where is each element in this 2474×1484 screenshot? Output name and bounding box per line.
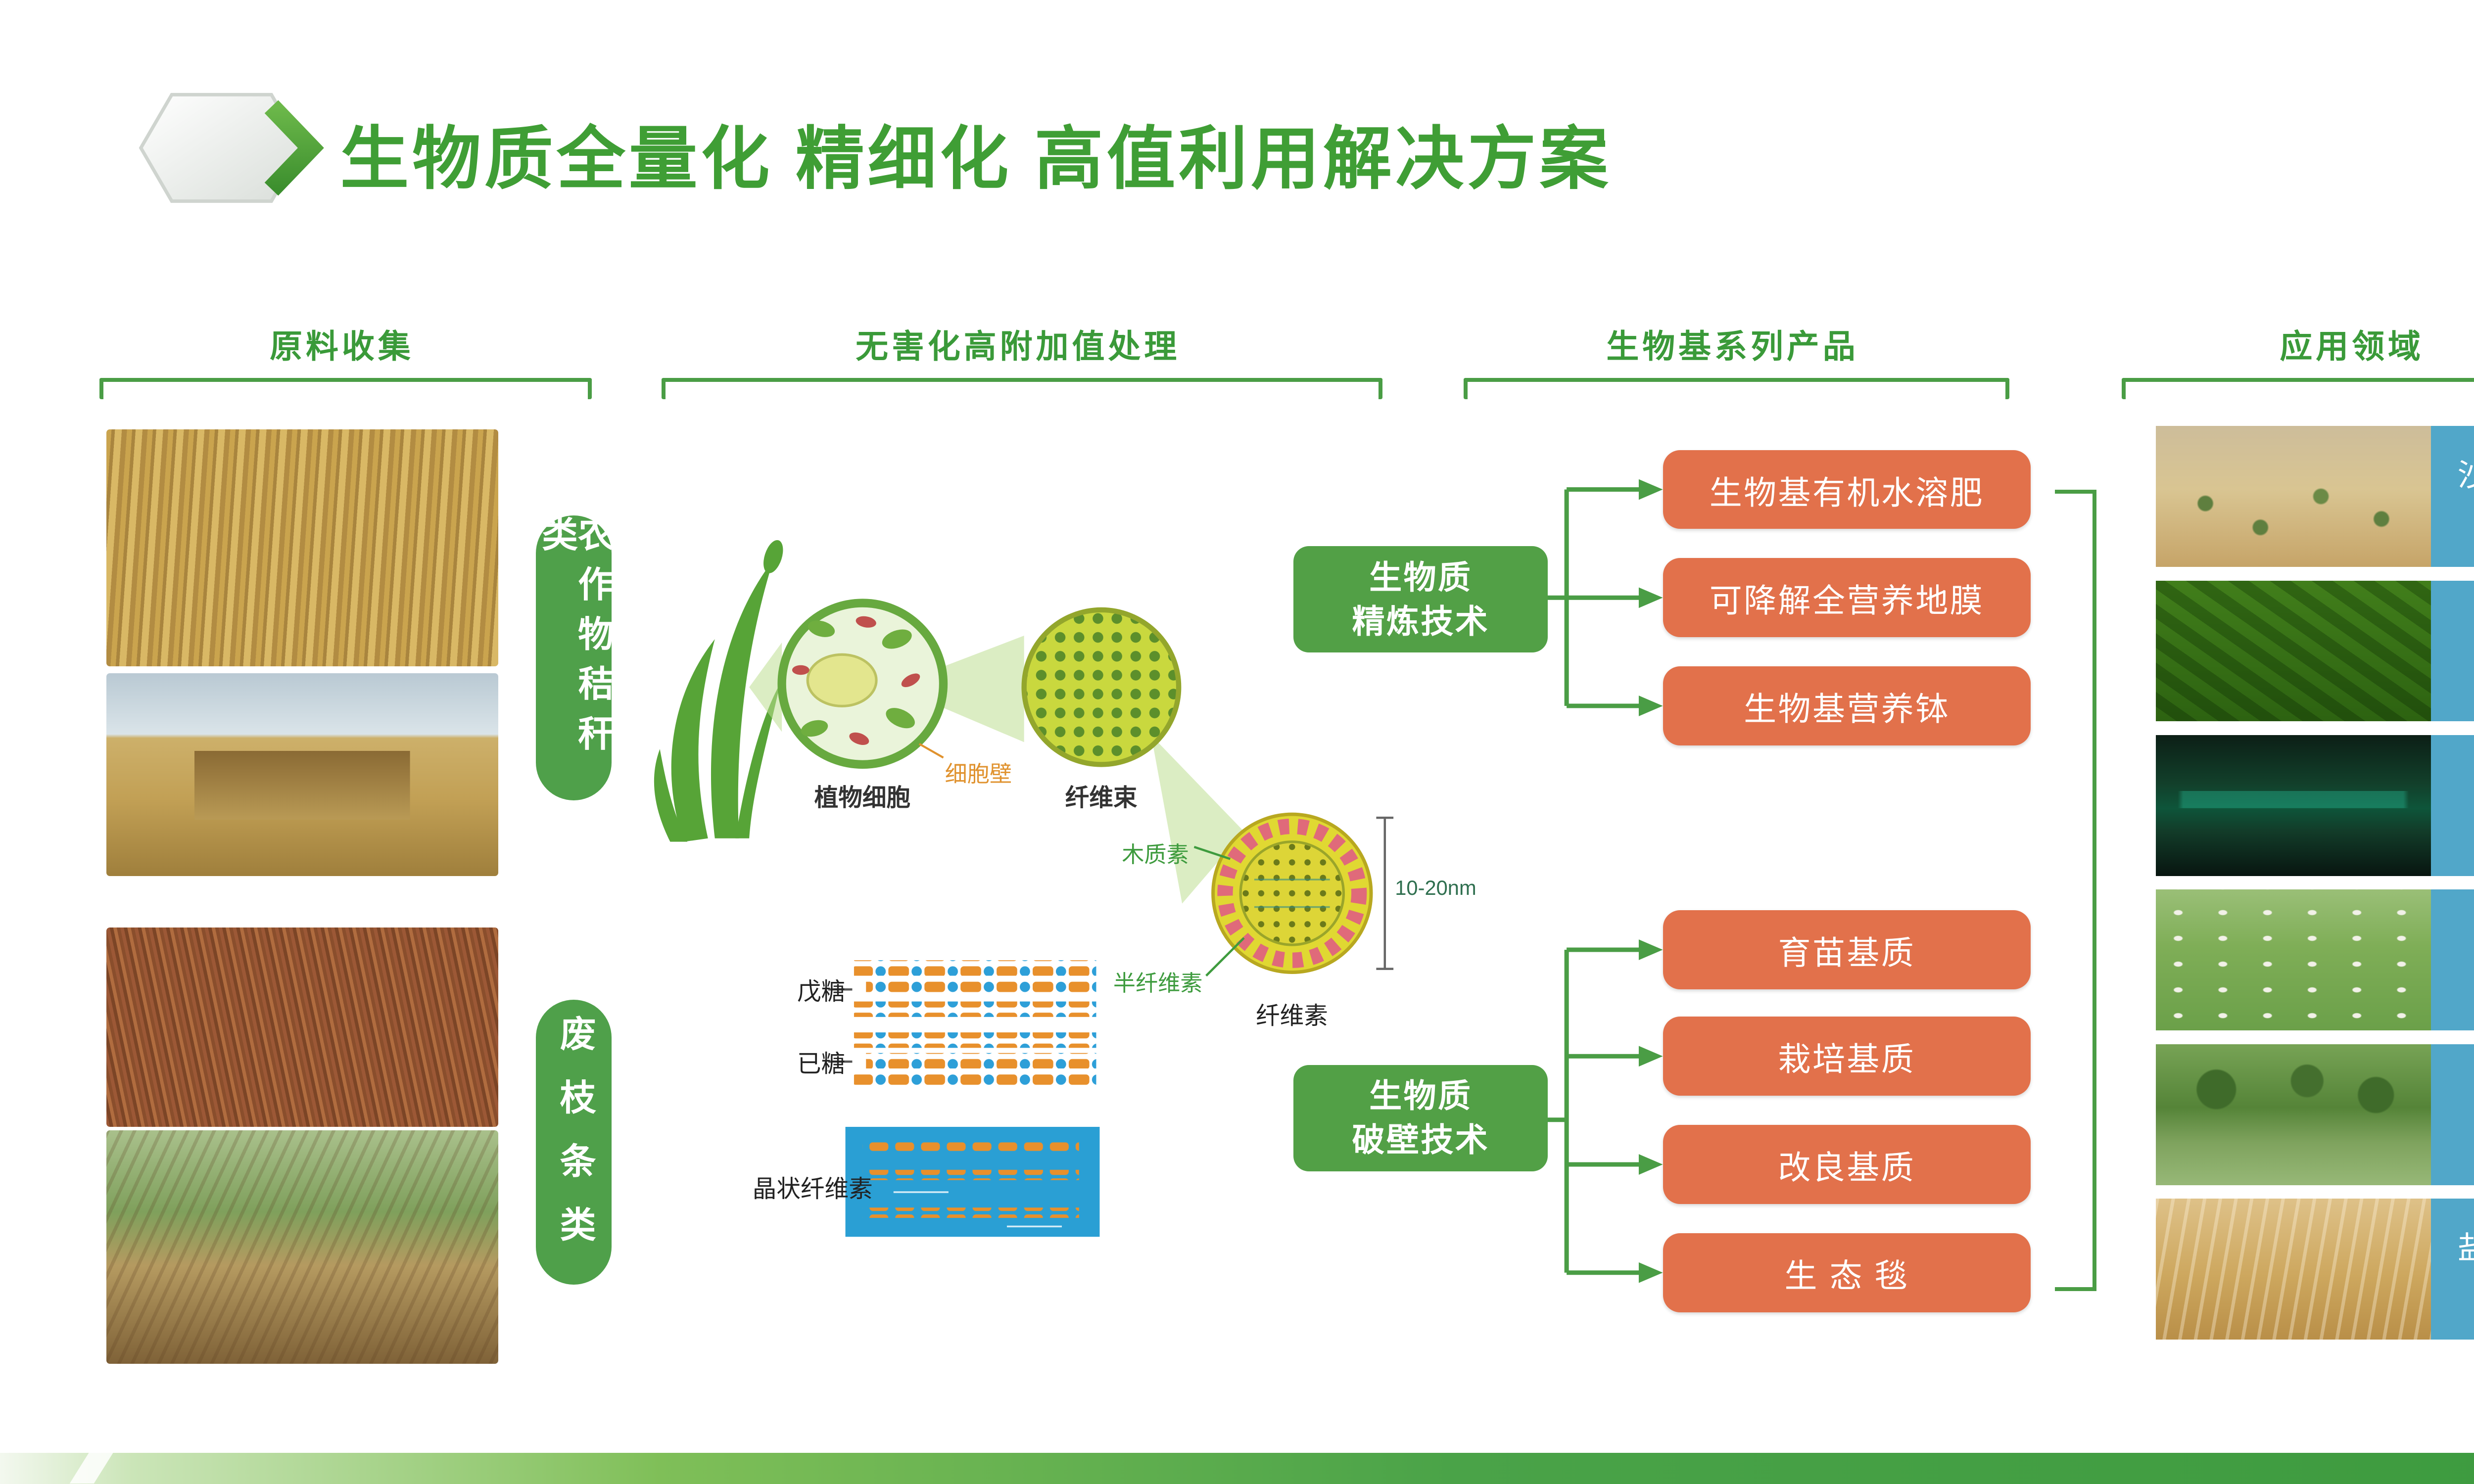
refining-technology-box: 生物质 精炼技术 (1293, 546, 1548, 653)
product-seedling-substrate: 育苗基质 (1663, 910, 2031, 989)
crystalline-cellulose-diagram (845, 1126, 1100, 1237)
application-label-livestock: 畜牧 养殖 (2430, 889, 2474, 1031)
products-bracket (1464, 377, 2009, 399)
product-water-soluble-fertilizer: 生物基有机水溶肥 (1663, 450, 2031, 529)
photo-dry-corn-stalks (106, 429, 498, 667)
product-cultivation-substrate: 栽培基质 (1663, 1017, 2031, 1096)
app-label-line: 盐碱地 (2458, 1227, 2474, 1269)
category-pill-waste-branches: 废枝条类 (536, 999, 612, 1285)
hexagon-arrow-icon (120, 86, 327, 210)
photo-saline-soil (2156, 1199, 2431, 1340)
fiber-cross-section-illustration (1193, 812, 1393, 976)
fiber-bundle-label: 纤维束 (1065, 784, 1138, 811)
hexose-label: 已糖 (797, 1050, 846, 1077)
photo-vegetable-field (2156, 580, 2431, 722)
biomass-structure-diagram (654, 540, 1393, 1237)
photo-straw-bales (106, 673, 498, 876)
processing-header: 无害化高附加值处理 (856, 327, 1181, 365)
flow-arrows (1548, 479, 1663, 1283)
processing-bracket (661, 377, 1382, 399)
applications-bracket (2121, 377, 2474, 399)
product-eco-blanket: 生 态 毯 (1663, 1233, 2031, 1312)
photo-orchard-pruned-branches (106, 1130, 498, 1364)
footer-ribbon (0, 1453, 2474, 1484)
lignin-label: 木质素 (1122, 841, 1189, 867)
category-pill-label: 农作物秸秆类 (536, 515, 613, 765)
tech-box-line: 生物质 (1369, 558, 1473, 596)
product-improvement-substrate: 改良基质 (1663, 1125, 2031, 1204)
photo-red-branches (106, 927, 498, 1127)
photo-sheep-pasture (2156, 889, 2431, 1031)
crystalline-cellulose-label: 晶状纤维素 (752, 1176, 873, 1203)
app-label-line: 沙漠化 (2458, 455, 2474, 496)
zoom-beams (749, 635, 1244, 904)
application-label-fertility: 肥力 提升 (2430, 580, 2474, 722)
applications-header: 应用领域 (2280, 327, 2424, 365)
page-title: 生物质全量化 精细化 高值利用解决方案 (340, 121, 1612, 198)
materials-bracket (99, 377, 592, 399)
plant-illustration (654, 540, 783, 842)
cellulose-label: 纤维素 (1256, 1002, 1328, 1029)
fiber-bundle-illustration (1021, 607, 1181, 767)
sugar-chain-diagram (828, 960, 1096, 1089)
application-label-saline-soil: 盐碱地 改良 (2430, 1199, 2474, 1340)
application-label-landscaping: 园林 绿化 (2430, 1044, 2474, 1185)
tech-box-line: 破壁技术 (1352, 1121, 1490, 1159)
plant-cell-illustration (777, 598, 948, 769)
photo-desert-control (2156, 426, 2431, 567)
ribbon-fold-left (69, 1453, 113, 1484)
wall-breaking-technology-box: 生物质 破壁技术 (1293, 1065, 1548, 1171)
hemicellulose-label: 半纤维素 (1113, 971, 1203, 996)
tech-box-line: 精炼技术 (1352, 603, 1490, 640)
pentose-label: 戊糖 (797, 978, 846, 1006)
tech-box-line: 生物质 (1369, 1077, 1473, 1114)
product-degradable-mulch-film: 可降解全营养地膜 (1663, 558, 2031, 638)
fiber-scale-label: 10-20nm (1395, 876, 1476, 899)
plant-cell-label: 植物细胞 (814, 784, 911, 811)
application-label-desert-control: 沙漠化 治理 (2430, 426, 2474, 567)
products-header: 生物基系列产品 (1606, 327, 1859, 365)
application-label-agriculture-data: 农业 数据 (2430, 735, 2474, 876)
product-nutrient-pot: 生物基营养钵 (1663, 666, 2031, 745)
category-pill-crop-straw: 农作物秸秆类 (536, 515, 613, 800)
category-pill-label: 废枝条类 (554, 1015, 595, 1269)
photo-agriculture-data (2156, 735, 2431, 876)
products-to-applications-bracket (2054, 489, 2096, 1291)
photo-landscaped-park (2156, 1044, 2431, 1185)
cell-wall-label: 细胞壁 (945, 761, 1012, 787)
materials-header: 原料收集 (270, 327, 414, 365)
